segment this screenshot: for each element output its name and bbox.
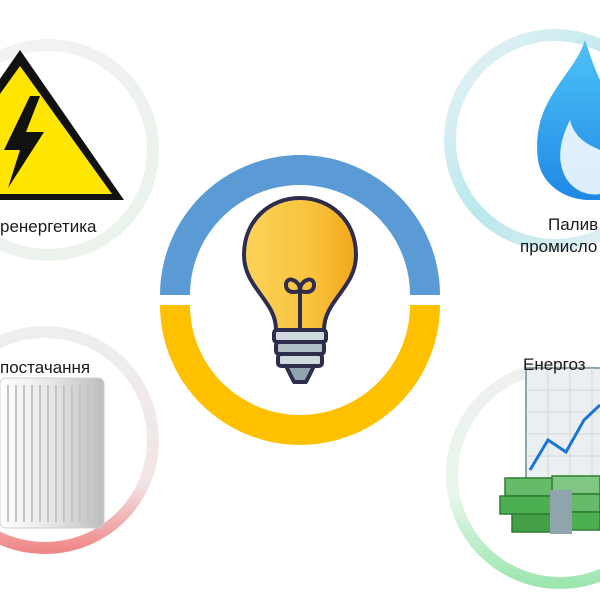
light-bulb-icon <box>242 196 358 384</box>
gas-flame-icon <box>537 40 600 200</box>
center-ring <box>160 155 440 445</box>
money-growth-chart-icon <box>499 367 600 534</box>
topic-label-heat: постачання <box>0 358 91 377</box>
center-ring-blue-half <box>160 155 440 295</box>
ring-top-right <box>444 29 600 251</box>
topic-label-fuel-line2: промисло <box>520 237 598 256</box>
topic-label-savings: Енергоз <box>523 355 586 374</box>
center-ring-yellow-half <box>160 305 440 445</box>
topic-label-fuel-line1: Палив <box>548 215 599 234</box>
topic-label-electro: ренергетика <box>0 217 97 236</box>
ring-bottom-left <box>0 326 159 554</box>
high-voltage-warning-icon <box>0 50 124 200</box>
ring-top-left <box>0 39 159 261</box>
radiator-icon <box>0 377 105 529</box>
